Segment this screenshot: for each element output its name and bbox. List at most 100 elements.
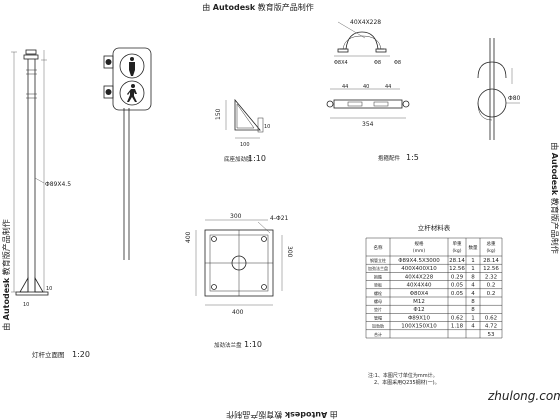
flange-bottom: 400: [232, 309, 244, 316]
watermark-bottom: 由 Autodesk 教育版产品制作: [226, 410, 338, 420]
table-cell: 垫板: [374, 282, 382, 288]
table-cell: 8: [471, 274, 475, 280]
table-cell: 垫片: [374, 306, 382, 312]
table-cell: 40X4X40: [406, 283, 432, 289]
signal-head: [103, 47, 152, 260]
flange-width: 300: [230, 213, 242, 220]
table-cell: 12.56: [483, 266, 499, 272]
pedestrian-standing-icon: [130, 57, 134, 61]
table-cell: 0.2: [487, 283, 496, 289]
table-cell: 加劲法兰盘: [368, 265, 388, 271]
table-header: (kg): [453, 248, 462, 254]
pole-title: 灯杆立面图: [32, 350, 65, 359]
flange-hole: 4-Φ21: [270, 215, 289, 222]
table-cell: Φ89X10: [408, 315, 431, 321]
clamp-bolt-left: Φ8X4: [334, 60, 348, 66]
table-cell: 40X4X228: [405, 274, 434, 280]
notes: 注:1、本图尺寸单位为mm计。 2、本图采用Q235钢材(一)。: [368, 372, 440, 386]
table-cell: M12: [413, 299, 425, 305]
table-cell: 1.18: [451, 324, 464, 330]
flange-plate: 300 4-Φ21 400 300 400 加劲法兰盘 1:10: [185, 213, 293, 349]
table-cell: 0.05: [451, 283, 464, 289]
pole-diameter-label: Φ89X4.5: [45, 181, 71, 188]
clamp-width-dim: Φ80: [508, 95, 521, 102]
table-cell: 钢管立柱: [370, 257, 386, 263]
table-cell: 4: [471, 291, 475, 297]
table-cell: 2.32: [485, 274, 497, 280]
base-bracket: 150 100 10 底座加劲肋 1:10: [215, 98, 270, 163]
table-cell: 0.29: [451, 274, 464, 280]
bracket-title: 底座加劲肋: [224, 155, 252, 163]
table-cell: 0.62: [451, 315, 463, 321]
svg-text:由 Autodesk 教育版产品制作: 由 Autodesk 教育版产品制作: [550, 142, 560, 254]
clamp-plate: 44 40 44 354 抱箍配件 1:5: [326, 84, 419, 162]
table-cell: 螺栓: [374, 290, 382, 296]
table-header: 数量: [469, 244, 478, 251]
clamp-scale: 1:5: [406, 153, 419, 162]
clamp-dim-a: Φ8: [374, 60, 381, 66]
table-cell: 1: [471, 315, 475, 321]
channel-length: 354: [362, 121, 374, 128]
clamp-side-view: Φ80: [477, 38, 521, 140]
table-cell: 1: [471, 258, 475, 264]
table-cell: 螺母: [374, 298, 382, 304]
flange-title: 加劲法兰盘: [214, 341, 242, 349]
table-cell: 管帽: [374, 314, 382, 320]
table-header: (mm): [413, 248, 426, 254]
table-cell: 加劲肋: [372, 323, 384, 329]
note-2: 2、本图采用Q235钢材(一)。: [374, 379, 440, 386]
flange-scale: 1:10: [244, 340, 262, 349]
pole-base-note: 10: [23, 302, 29, 308]
table-cell: 4: [471, 283, 475, 289]
flange-height: 400: [185, 231, 192, 243]
clamp-title: 抱箍配件: [378, 154, 401, 162]
table-cell: 8: [471, 307, 475, 313]
table-header: 规格: [415, 240, 424, 247]
table-cell: 28.14: [449, 258, 465, 264]
table-cell: 4.72: [485, 324, 497, 330]
note-1: 注:1、本图尺寸单位为mm计。: [368, 372, 438, 379]
table-cell: 53: [488, 332, 495, 338]
table-header: 单重: [453, 240, 462, 247]
table-cell: 合计: [374, 331, 382, 337]
site-watermark: zhulong.com: [487, 389, 560, 403]
table-cell: 12.56: [449, 266, 465, 272]
table-cell: Φ80X4: [410, 291, 429, 297]
table-cell: 抱箍: [374, 273, 382, 279]
table-cell: 400X400X10: [401, 266, 437, 272]
table-header: 名称: [374, 244, 383, 251]
bracket-height: 150: [215, 108, 222, 120]
pole-base-dim: 10: [46, 286, 52, 292]
bracket-thickness: 10: [264, 124, 270, 130]
flange-inner: 300: [286, 246, 293, 258]
pole-elevation: Φ89X4.5 10 10 灯杆立面图 1:20: [11, 49, 90, 359]
channel-d1: 44: [342, 84, 348, 90]
channel-d2: 40: [363, 84, 369, 90]
table-cell: Φ89X4.5X3000: [398, 258, 440, 264]
pedestrian-walking-icon: [131, 84, 135, 88]
pole-scale: 1:20: [72, 350, 90, 359]
table-cell: 1: [471, 266, 475, 272]
bracket-width: 100: [240, 142, 250, 148]
watermark-top: 由 Autodesk 教育版产品制作: [202, 2, 314, 12]
table-cell: 100X150X10: [401, 324, 437, 330]
bracket-scale: 1:10: [248, 154, 266, 163]
table-cell: Φ12: [413, 307, 424, 313]
table-cell: 4: [471, 324, 475, 330]
table-cell: 8: [471, 299, 475, 305]
svg-text:由 Autodesk 教育版产品制作: 由 Autodesk 教育版产品制作: [1, 219, 11, 331]
table-cell: 0.62: [485, 315, 497, 321]
table-cell: 28.14: [483, 258, 499, 264]
table-header: 总重: [487, 240, 496, 247]
materials-title: 立杆材料表: [418, 223, 451, 232]
watermark-right: 由 Autodesk 教育版产品制作: [550, 142, 560, 254]
table-header: (kg): [487, 248, 496, 254]
channel-d3: 44: [385, 84, 391, 90]
clamp-dim-b: Φ8: [394, 60, 401, 66]
clamp-top-view: 40X4X228 Φ8X4 Φ8 Φ8: [334, 19, 401, 66]
clamp-label: 40X4X228: [350, 19, 381, 26]
table-cell: 0.05: [451, 291, 464, 297]
